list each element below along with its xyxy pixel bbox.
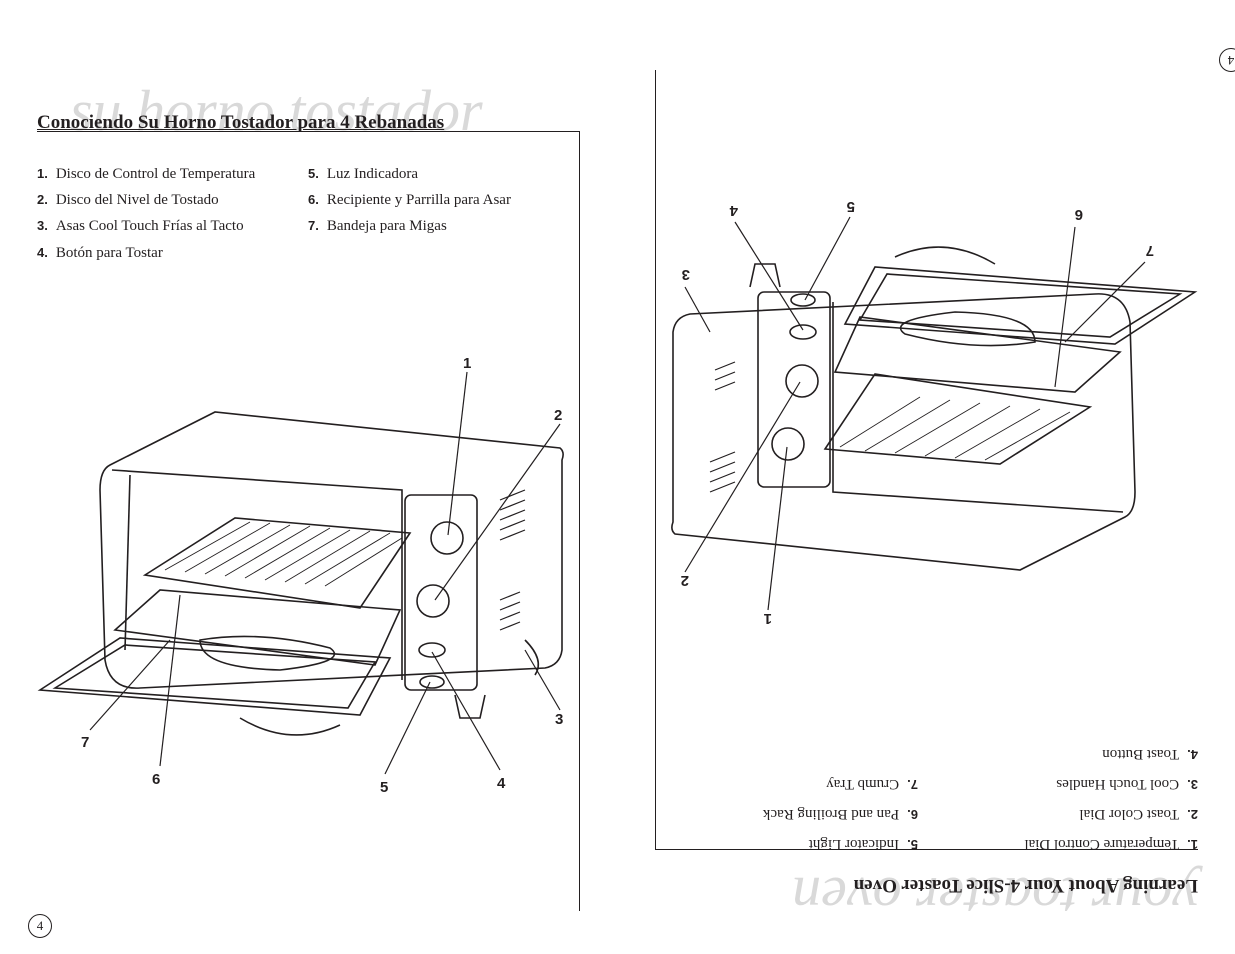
parts-item: 6.Pan and Broiling Rack bbox=[762, 806, 918, 822]
parts-item: 7.Bandeja para Migas bbox=[308, 218, 447, 234]
left-page-rule bbox=[579, 131, 580, 911]
parts-item: 1.Temperature Control Dial bbox=[1024, 836, 1198, 852]
parts-item: 3.Asas Cool Touch Frías al Tacto bbox=[37, 218, 244, 234]
parts-item: 5.Indicator Light bbox=[808, 836, 918, 852]
left-watermark: su horno tostador bbox=[70, 78, 483, 143]
left-title-rule bbox=[37, 131, 580, 132]
left-oven-illustration: 1 2 3 4 5 6 7 bbox=[37, 355, 564, 795]
right-parts-list: 1.Temperature Control Dial 2.Toast Color… bbox=[678, 742, 1198, 852]
right-page-rotated: your toaster oven Learning About Your 4-… bbox=[655, 30, 1235, 930]
callout-1: 1 bbox=[463, 355, 471, 372]
right-page-title: Learning About Your 4-Slice Toaster Oven bbox=[853, 875, 1198, 896]
callout-2: 2 bbox=[681, 572, 689, 589]
left-page-number: 4 bbox=[28, 914, 52, 938]
parts-item: 5.Luz Indicadora bbox=[308, 166, 419, 182]
callout-5: 5 bbox=[847, 198, 855, 215]
parts-item: 7.Crumb Tray bbox=[826, 776, 918, 792]
parts-item: 4.Toast Button bbox=[1102, 746, 1198, 762]
callout-4: 4 bbox=[497, 775, 506, 792]
callout-3: 3 bbox=[555, 711, 563, 728]
parts-item: 4.Botón para Tostar bbox=[37, 245, 163, 261]
parts-item: 1.Disco de Control de Temperatura bbox=[37, 166, 256, 182]
left-page-title: Conociendo Su Horno Tostador para 4 Reba… bbox=[37, 112, 445, 133]
right-title-rule bbox=[655, 849, 1198, 850]
left-parts-list: 1.Disco de Control de Temperatura 2.Disc… bbox=[37, 166, 557, 276]
callout-1: 1 bbox=[764, 610, 772, 627]
right-oven-illustration: 1 2 3 4 5 6 7 bbox=[671, 198, 1198, 627]
callout-7: 7 bbox=[81, 734, 89, 751]
parts-item: 2.Toast Color Dial bbox=[1079, 806, 1198, 822]
right-page-rule bbox=[655, 70, 656, 850]
parts-item: 2.Disco del Nivel de Tostado bbox=[37, 192, 219, 208]
callout-5: 5 bbox=[380, 779, 388, 795]
callout-3: 3 bbox=[682, 266, 690, 283]
callout-6: 6 bbox=[152, 771, 160, 788]
callout-4: 4 bbox=[729, 202, 738, 219]
parts-item: 6.Recipiente y Parrilla para Asar bbox=[308, 192, 511, 208]
callout-6: 6 bbox=[1075, 206, 1083, 223]
callout-2: 2 bbox=[554, 407, 562, 424]
callout-7: 7 bbox=[1146, 242, 1154, 259]
parts-item: 3.Cool Touch Handles bbox=[1056, 776, 1198, 792]
right-page-number: 4 bbox=[1219, 48, 1235, 72]
